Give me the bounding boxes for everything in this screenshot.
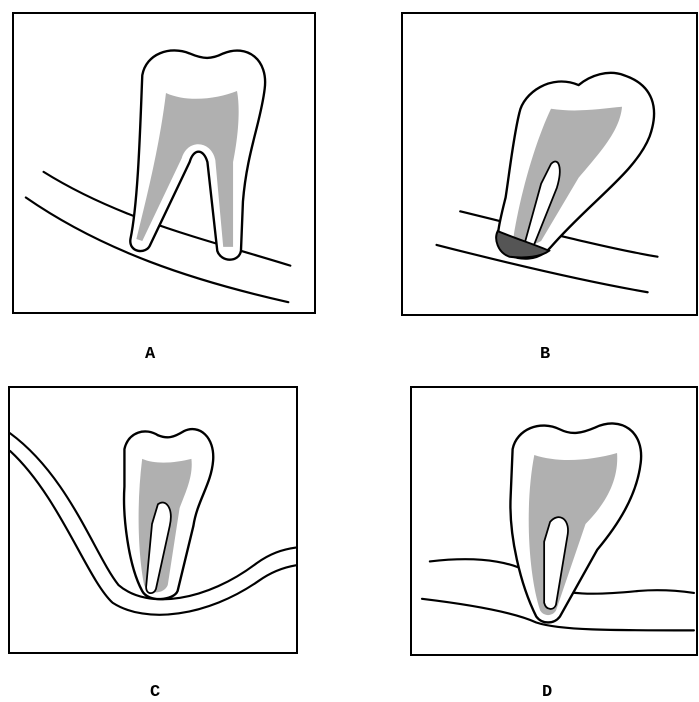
panel-label-c: C (150, 684, 160, 701)
panel-label-a: A (145, 346, 155, 363)
panel-c (8, 386, 298, 654)
tooth-diagram-a (14, 14, 314, 312)
panel-label-b: B (540, 346, 550, 363)
tooth-diagram-b (403, 14, 696, 314)
panel-label-d: D (542, 684, 552, 701)
panel-a (12, 12, 316, 314)
tooth-diagram-d (412, 388, 696, 654)
tooth-crown-and-roots (130, 50, 265, 259)
tooth-diagram-c (10, 388, 296, 652)
panel-d (410, 386, 698, 656)
panel-b (401, 12, 698, 316)
